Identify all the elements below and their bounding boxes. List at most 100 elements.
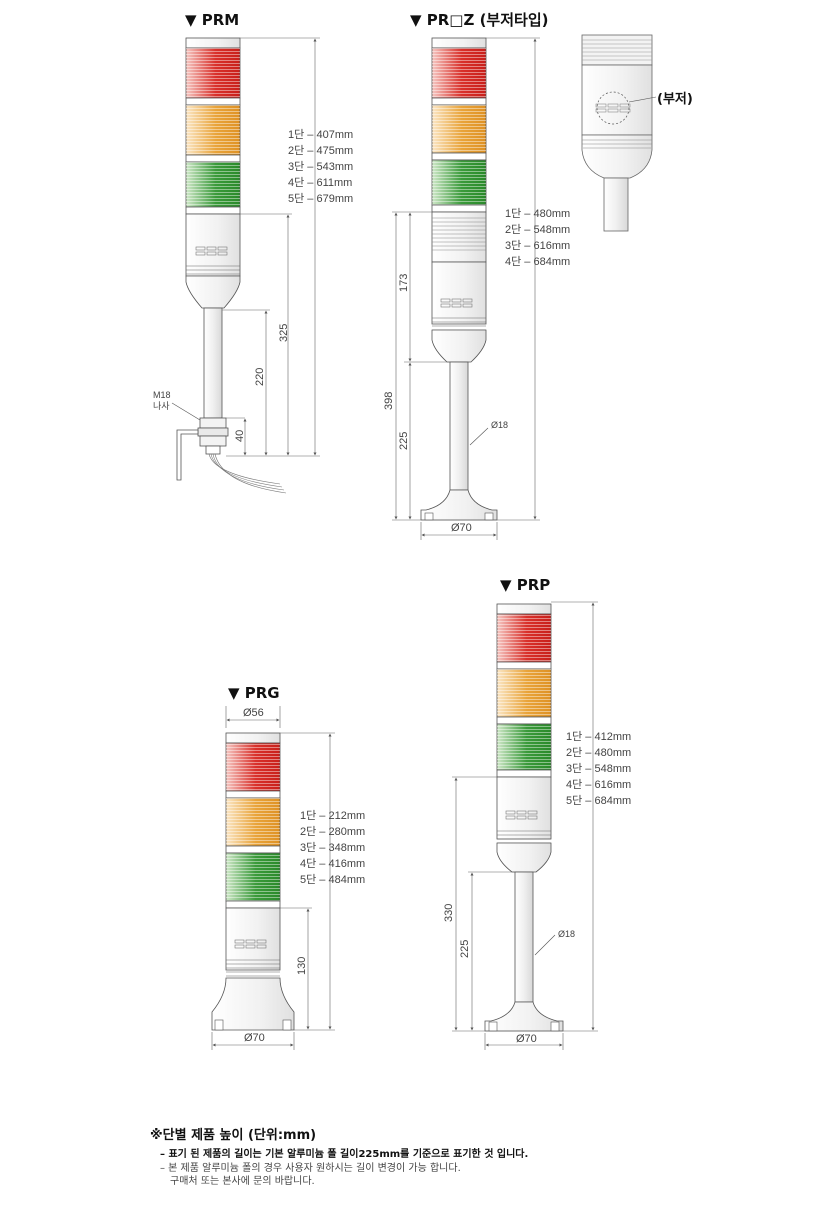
model-prm: ▼ PRM M18 xyxy=(153,11,353,494)
prp-length-3: 3단 – 548mm xyxy=(566,762,631,775)
prp-pole-leader xyxy=(534,934,556,956)
prz-ring-3 xyxy=(431,204,487,213)
prm-thread-label-m18: M18 xyxy=(153,390,171,400)
buzzer-thread xyxy=(581,34,653,66)
prg-base xyxy=(211,977,295,1031)
notes-line-3: 구매처 또는 본사에 문의 바랍니다. xyxy=(170,1176,315,1187)
prp-ring-3 xyxy=(496,769,552,778)
prz-dim-225: 225 xyxy=(398,432,410,450)
prz-ring-1 xyxy=(431,97,487,106)
prz-length-4: 4단 – 684mm xyxy=(505,255,570,268)
prg-length-5: 5단 – 484mm xyxy=(300,873,365,886)
prm-length-1: 1단 – 407mm xyxy=(288,128,353,141)
notes-line-1: – 표기 된 제품의 길이는 기본 알루미늄 폴 길이225mm를 기준으로 표… xyxy=(160,1149,529,1160)
prp-dim-225: 225 xyxy=(459,940,471,958)
prg-dimension-lines xyxy=(211,732,335,1050)
prp-ring-1 xyxy=(496,661,552,670)
prm-green-ribs xyxy=(186,162,240,207)
prg-amber-ribs xyxy=(226,798,280,846)
prp-ring-2 xyxy=(496,716,552,725)
prz-top-cap xyxy=(431,37,487,49)
prm-length-3: 3단 – 543mm xyxy=(288,160,353,173)
prg-length-2: 2단 – 280mm xyxy=(300,825,365,838)
prm-title: ▼ PRM xyxy=(185,11,239,29)
prm-nut-lower xyxy=(199,435,227,447)
prg-red-ribs xyxy=(226,743,280,791)
prz-body xyxy=(431,261,487,325)
prz-amber-ribs xyxy=(432,105,486,153)
prp-red-ribs xyxy=(497,614,551,662)
buzzer-thread-lines xyxy=(582,39,652,61)
prg-top-cap xyxy=(225,732,281,744)
prg-title: ▼ PRG xyxy=(228,684,280,702)
prg-length-list: 1단 – 212mm 2단 – 280mm 3단 – 348mm 4단 – 41… xyxy=(300,809,365,886)
prm-amber-ribs xyxy=(186,105,240,155)
prm-ring-1 xyxy=(185,97,241,106)
prg-top-dim xyxy=(225,706,281,728)
prm-neck xyxy=(185,275,241,309)
prg-length-4: 4단 – 416mm xyxy=(300,857,365,870)
prz-dim-173: 173 xyxy=(398,274,410,292)
prz-pole-leader xyxy=(469,427,489,446)
prp-length-1: 1단 – 412mm xyxy=(566,730,631,743)
prm-length-4: 4단 – 611mm xyxy=(288,176,352,189)
buzzer-vents xyxy=(595,103,631,113)
prm-red-ribs xyxy=(186,48,240,98)
prz-base-foot-left xyxy=(424,512,434,521)
prm-thread-label-screw: 나사 xyxy=(153,401,170,411)
prz-length-1: 1단 – 480mm xyxy=(505,207,570,220)
prg-length-1: 1단 – 212mm xyxy=(300,809,365,822)
prm-nut-upper xyxy=(199,417,227,429)
prm-pole xyxy=(203,307,223,419)
prz-pole xyxy=(449,361,469,491)
prp-green-ribs xyxy=(497,724,551,770)
model-prz: ▼ PR□Z (부저타입) Ø18 xyxy=(383,11,570,540)
prm-cable-gland xyxy=(205,445,221,455)
prz-dim-398: 398 xyxy=(383,392,395,410)
prp-base-foot-left xyxy=(488,1021,498,1032)
prp-top-cap xyxy=(496,603,552,615)
prm-dim-325: 325 xyxy=(278,324,290,342)
prg-base-foot-left xyxy=(214,1019,224,1031)
prm-mount-bracket xyxy=(176,429,199,481)
prg-dim-130: 130 xyxy=(296,957,308,975)
prg-dim-top: Ø56 xyxy=(243,707,264,719)
prm-dimension-lines xyxy=(222,37,320,457)
prz-neck xyxy=(431,329,487,363)
prp-dimension-lines xyxy=(452,601,598,1050)
notes-line-2: – 본 제품 알루미늄 폴의 경우 사용자 원하시는 길이 변경이 가능 합니다… xyxy=(160,1163,461,1174)
prp-length-2: 2단 – 480mm xyxy=(566,746,631,759)
prm-dim-220: 220 xyxy=(254,368,266,386)
buzzer-housing xyxy=(581,64,653,136)
prz-buzzer-section xyxy=(431,211,487,263)
buzzer-neck xyxy=(581,134,653,179)
prm-ring-3 xyxy=(185,206,241,215)
prz-dim-pole: Ø18 xyxy=(491,420,508,430)
prg-ring-2 xyxy=(225,845,281,854)
buzzer-pole xyxy=(603,177,629,232)
prz-length-list: 1단 – 480mm 2단 – 548mm 3단 – 616mm 4단 – 68… xyxy=(505,207,570,268)
prg-vent-slots xyxy=(234,939,267,949)
prm-wires xyxy=(208,453,287,494)
prz-ring-2 xyxy=(431,152,487,161)
prp-dim-base: Ø70 xyxy=(516,1033,537,1045)
prz-dimension-lines xyxy=(392,37,540,540)
notes-title: ※단별 제품 높이 (단위:mm) xyxy=(150,1128,317,1143)
prm-dim-40: 40 xyxy=(234,430,246,442)
prm-top-cap xyxy=(185,37,241,49)
prm-nut-washer xyxy=(197,427,229,437)
prm-length-5: 5단 – 679mm xyxy=(288,192,353,205)
prm-ring-2 xyxy=(185,154,241,163)
prz-buzzer-ribs xyxy=(432,217,486,251)
model-prp: ▼ PRP Ø18 xyxy=(443,576,631,1050)
prm-length-2: 2단 – 475mm xyxy=(288,144,353,157)
prg-length-3: 3단 – 348mm xyxy=(300,841,365,854)
buzzer-label: (부저) xyxy=(657,92,693,107)
prg-body xyxy=(225,907,281,971)
prp-amber-ribs xyxy=(497,669,551,717)
prm-vent-slots xyxy=(195,246,228,256)
prg-ring-3 xyxy=(225,900,281,909)
prz-length-2: 2단 – 548mm xyxy=(505,223,570,236)
prp-title: ▼ PRP xyxy=(500,576,550,594)
prz-dim-base: Ø70 xyxy=(451,522,472,534)
